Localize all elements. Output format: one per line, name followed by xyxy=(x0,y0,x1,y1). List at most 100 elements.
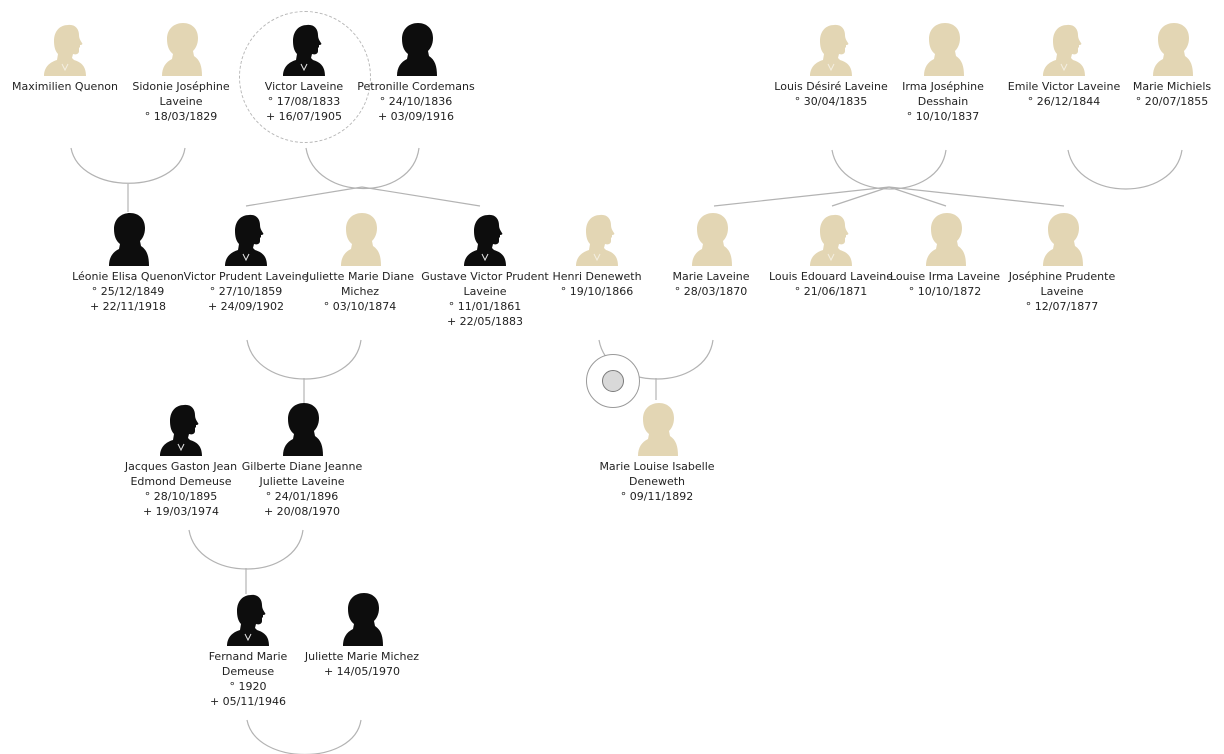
person-name: Juliette Marie Diane Michez xyxy=(305,270,415,298)
person-card[interactable]: Emile Victor Laveine ° 26/12/1844 xyxy=(999,20,1129,109)
female-silhouette-icon xyxy=(341,213,381,266)
person-info: Petronille Cordemans° 24/10/1836+ 03/09/… xyxy=(351,79,481,124)
person-info: Louise Irma Laveine° 10/10/1872 xyxy=(880,269,1010,299)
birth-date: ° 12/07/1877 xyxy=(1025,300,1099,313)
death-date: + 16/07/1905 xyxy=(265,110,343,123)
expand-node-button[interactable] xyxy=(586,354,640,408)
person-name: Fernand Marie Demeuse xyxy=(208,650,288,678)
female-silhouette-icon xyxy=(343,593,383,646)
death-date: + 03/09/1916 xyxy=(377,110,455,123)
female-silhouette-icon xyxy=(283,403,323,456)
couple-arc xyxy=(1067,149,1183,190)
birth-date: ° 28/03/1870 xyxy=(674,285,748,298)
birth-date: ° 30/04/1835 xyxy=(794,95,868,108)
person-card[interactable]: Victor Prudent Laveine ° 27/10/1859 + 24/0… xyxy=(181,210,311,314)
person-card[interactable]: Louise Irma Laveine° 10/10/1872 xyxy=(880,210,1010,299)
person-info: Gustave Victor Prudent Laveine° 11/01/18… xyxy=(420,269,550,329)
child-link xyxy=(888,186,1065,207)
birth-date: ° 26/12/1844 xyxy=(1027,95,1101,108)
person-card[interactable]: Juliette Marie Diane Michez ° 03/10/1874 xyxy=(295,210,425,314)
person-card[interactable]: Petronille Cordemans° 24/10/1836+ 03/09/… xyxy=(351,20,481,124)
male-silhouette-icon xyxy=(810,214,852,266)
female-silhouette-icon xyxy=(926,213,966,266)
person-name: Juliette Marie Michez xyxy=(304,650,420,663)
couple-arc xyxy=(305,147,420,189)
birth-date: ° 17/08/1833 xyxy=(267,95,341,108)
person-info: Henri Deneweth° 19/10/1866 xyxy=(532,269,662,299)
male-silhouette-icon xyxy=(576,214,618,266)
person-card[interactable]: Fernand Marie Demeuse° 1920+ 05/11/1946 xyxy=(183,590,313,709)
person-card[interactable]: Louis Edouard Laveine° 21/06/1871 xyxy=(766,210,896,299)
male-silhouette-icon xyxy=(1043,24,1085,76)
person-name: Petronille Cordemans xyxy=(357,80,475,93)
expand-node-dot-icon xyxy=(602,370,624,392)
person-card[interactable]: Marie Michiels ° 20/07/1855 xyxy=(1107,20,1224,109)
death-date: + 19/03/1974 xyxy=(142,505,220,518)
death-date: + 22/05/1883 xyxy=(446,315,524,328)
death-date: + 24/09/1902 xyxy=(207,300,285,313)
male-silhouette-icon xyxy=(810,24,852,76)
person-card[interactable]: Henri Deneweth° 19/10/1866 xyxy=(532,210,662,299)
person-card[interactable]: Sidonie Joséphine Laveine° 18/03/1829 xyxy=(116,20,246,124)
person-card[interactable]: Louis Désiré Laveine° 30/04/1835 xyxy=(766,20,896,109)
person-card[interactable]: Gilberte Diane Jeanne Juliette Laveine ° … xyxy=(237,400,367,519)
person-name: Jacques Gaston Jean Edmond Demeuse xyxy=(124,460,238,488)
person-card[interactable]: Maximilien Quenon xyxy=(0,20,130,94)
person-info: Marie Laveine ° 28/03/1870 xyxy=(646,269,776,299)
person-info: Louis Edouard Laveine° 21/06/1871 xyxy=(766,269,896,299)
child-link xyxy=(361,186,481,207)
person-name: Marie Michiels xyxy=(1132,80,1212,93)
person-name: Marie Louise Isabelle Deneweth xyxy=(599,460,715,488)
female-silhouette-icon xyxy=(162,23,202,76)
person-name: Emile Victor Laveine xyxy=(1007,80,1121,93)
birth-date: ° 19/10/1866 xyxy=(560,285,634,298)
person-info: Juliette Marie Michez+ 14/05/1970 xyxy=(297,649,427,679)
person-name: Gustave Victor Prudent Laveine xyxy=(421,270,549,298)
birth-date: ° 03/10/1874 xyxy=(323,300,397,313)
person-card[interactable]: Irma Joséphine Desshain° 10/10/1837 xyxy=(878,20,1008,124)
person-card[interactable]: Marie Laveine ° 28/03/1870 xyxy=(646,210,776,299)
male-silhouette-icon xyxy=(160,404,202,456)
female-silhouette-icon xyxy=(924,23,964,76)
person-info: Victor Prudent Laveine ° 27/10/1859 + 24/0… xyxy=(181,269,311,314)
person-name: Joséphine Prudente Laveine xyxy=(1008,270,1116,298)
birth-date: ° 25/12/1849 xyxy=(91,285,165,298)
birth-date: ° 28/10/1895 xyxy=(144,490,218,503)
person-info: Emile Victor Laveine ° 26/12/1844 xyxy=(999,79,1129,109)
person-name: Victor Prudent Laveine xyxy=(183,270,309,283)
person-name: Maximilien Quenon xyxy=(12,80,118,93)
male-silhouette-icon xyxy=(227,594,269,646)
birth-date: ° 18/03/1829 xyxy=(144,110,218,123)
female-silhouette-icon xyxy=(109,213,149,266)
person-card[interactable]: Joséphine Prudente Laveine ° 12/07/1877 xyxy=(997,210,1127,314)
birth-date: ° 24/01/1896 xyxy=(265,490,339,503)
person-name: Gilberte Diane Jeanne Juliette Laveine xyxy=(241,460,363,488)
person-card[interactable]: Marie Louise Isabelle Deneweth ° 09/11/18… xyxy=(592,400,722,504)
child-link xyxy=(888,186,947,207)
death-date: + 05/11/1946 xyxy=(209,695,287,708)
person-info: Léonie Elisa Quenon ° 25/12/1849 + 22/11/1… xyxy=(63,269,193,314)
death-date: + 22/11/1918 xyxy=(89,300,167,313)
person-card[interactable]: Juliette Marie Michez+ 14/05/1970 xyxy=(297,590,427,679)
person-card[interactable]: Gustave Victor Prudent Laveine° 11/01/18… xyxy=(420,210,550,329)
person-card[interactable]: Léonie Elisa Quenon ° 25/12/1849 + 22/11/1… xyxy=(63,210,193,314)
person-name: Marie Laveine xyxy=(672,270,750,283)
person-info: Victor Laveine° 17/08/1833+ 16/07/1905 xyxy=(239,79,369,124)
birth-date: ° 10/10/1872 xyxy=(908,285,982,298)
person-card[interactable]: Victor Laveine° 17/08/1833+ 16/07/1905 xyxy=(239,20,369,124)
person-name: Léonie Elisa Quenon xyxy=(72,270,184,283)
person-name: Irma Joséphine Desshain xyxy=(902,80,984,108)
child-link xyxy=(831,186,890,207)
female-silhouette-icon xyxy=(638,403,678,456)
birth-date: ° 20/07/1855 xyxy=(1135,95,1209,108)
couple-arc xyxy=(246,719,362,754)
birth-date: ° 09/11/1892 xyxy=(620,490,694,503)
person-info: Gilberte Diane Jeanne Juliette Laveine ° … xyxy=(237,459,367,519)
death-date: + 20/08/1970 xyxy=(263,505,341,518)
female-silhouette-icon xyxy=(1043,213,1083,266)
person-info: Maximilien Quenon xyxy=(0,79,130,94)
person-card[interactable]: Jacques Gaston Jean Edmond Demeuse ° 28/1… xyxy=(116,400,246,519)
birth-date: ° 27/10/1859 xyxy=(209,285,283,298)
male-silhouette-icon xyxy=(283,24,325,76)
